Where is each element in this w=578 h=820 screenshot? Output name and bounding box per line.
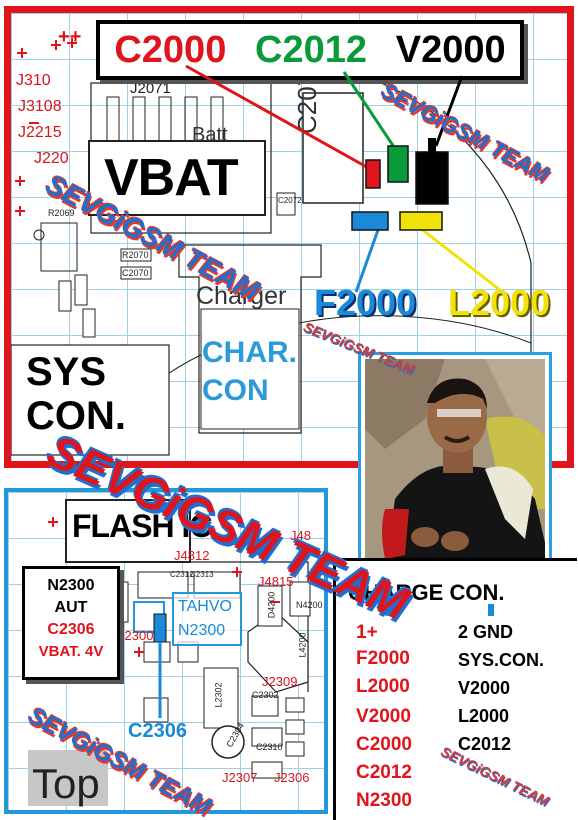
pin1-item-3: C2000: [356, 734, 412, 755]
info-line4: VBAT. 4V: [38, 643, 104, 660]
vbat-label: VBAT: [104, 149, 239, 207]
pin2-item-0: SYS.CON.: [458, 650, 545, 670]
ref-c2312: C2312: [170, 570, 194, 579]
pin1-item-5: N2300: [356, 790, 412, 811]
lower-frame: [4, 488, 328, 814]
pin1-item-2: V2000: [356, 706, 411, 727]
part-c2072: C2072: [278, 196, 302, 205]
pin2-item-1: V2000: [458, 678, 511, 698]
pin2-label: 2 GND: [458, 622, 514, 642]
pin1-label: 1+: [356, 622, 378, 643]
ref-n4200: N4200: [296, 600, 323, 610]
part-r2069: R2069: [48, 208, 75, 218]
char-con-line1: CHAR.: [202, 336, 297, 369]
part-r2070: R2070: [122, 250, 149, 260]
pin2-item-2: L2000: [458, 706, 510, 726]
pin2-marker: [488, 604, 494, 616]
tahvo-line2: N2300: [178, 622, 226, 639]
plus-marks: ++: [58, 26, 82, 48]
charger-label: Charger: [196, 282, 287, 310]
vbat-box: [88, 140, 266, 216]
ref-j2300: J2300: [118, 628, 154, 643]
ref-j220: J220: [34, 150, 69, 167]
ref-c2313: C2313: [190, 570, 214, 579]
ref-j2071: J2071: [130, 80, 171, 97]
charge-con-box: [333, 558, 577, 820]
component-markers: [185, 64, 501, 293]
lower-board-drawing: [28, 499, 311, 806]
char-con-line2: CON: [202, 374, 269, 407]
label-l2000: L2000: [448, 282, 551, 323]
batt-fragment: Batt: [192, 124, 228, 146]
info-line3: C2306: [47, 621, 95, 638]
ref-l4200: L4200: [297, 632, 308, 658]
person-photo: [365, 359, 545, 563]
pin1-item-1: L2000: [356, 676, 410, 697]
con-label: CON.: [26, 394, 126, 438]
top-legend: C2000 C2012 V2000: [96, 20, 524, 80]
ref-j2309: J2309: [262, 674, 298, 689]
label-f2000: F2000: [314, 282, 417, 323]
pin1-item-4: C2012: [356, 762, 412, 783]
part-c2070: C2070: [122, 268, 149, 278]
ref-j2307: J2307: [222, 770, 258, 785]
upper-frame: [4, 6, 574, 468]
ref-j3108: J3108: [18, 98, 62, 115]
ref-l2302: L2302: [213, 682, 224, 708]
ref-c2315: C2310: [256, 742, 283, 752]
ref-j48: J48: [290, 528, 311, 543]
flash-ic-label: FLASH IC: [72, 508, 213, 544]
ref-j2215: J2215: [18, 124, 62, 141]
ref-j310: J310: [16, 72, 51, 89]
pin1-marker: [386, 604, 392, 616]
n2300-info-box: N2300 AUT C2306 VBAT. 4V: [22, 566, 120, 680]
legend-v2000: V2000: [395, 28, 506, 71]
legend-c2000: C2000: [114, 28, 227, 71]
ref-d4200: D4200: [266, 591, 277, 619]
ref-c2302: C2302: [252, 690, 279, 700]
tahvo-line1: TAHVO: [178, 598, 232, 615]
c2306-label: C2306: [128, 720, 187, 742]
info-line1: N2300: [47, 577, 95, 594]
charge-con-title: CHARGE CON.: [348, 580, 505, 605]
ref-j4812: J4812: [174, 548, 210, 563]
info-line2: AUT: [54, 599, 88, 616]
ref-j4815: J4815: [258, 574, 294, 589]
top-label: Top: [32, 760, 100, 807]
pin2-item-3: C2012: [458, 734, 512, 754]
tahvo-box: [172, 592, 242, 646]
ref-j2306: J2306: [274, 770, 310, 785]
photo-frame: [358, 352, 552, 570]
sys-label: SYS: [26, 350, 107, 394]
pin1-item-0: F2000: [356, 648, 410, 669]
legend-c2012: C2012: [255, 28, 368, 71]
person-illustration: [365, 359, 545, 563]
